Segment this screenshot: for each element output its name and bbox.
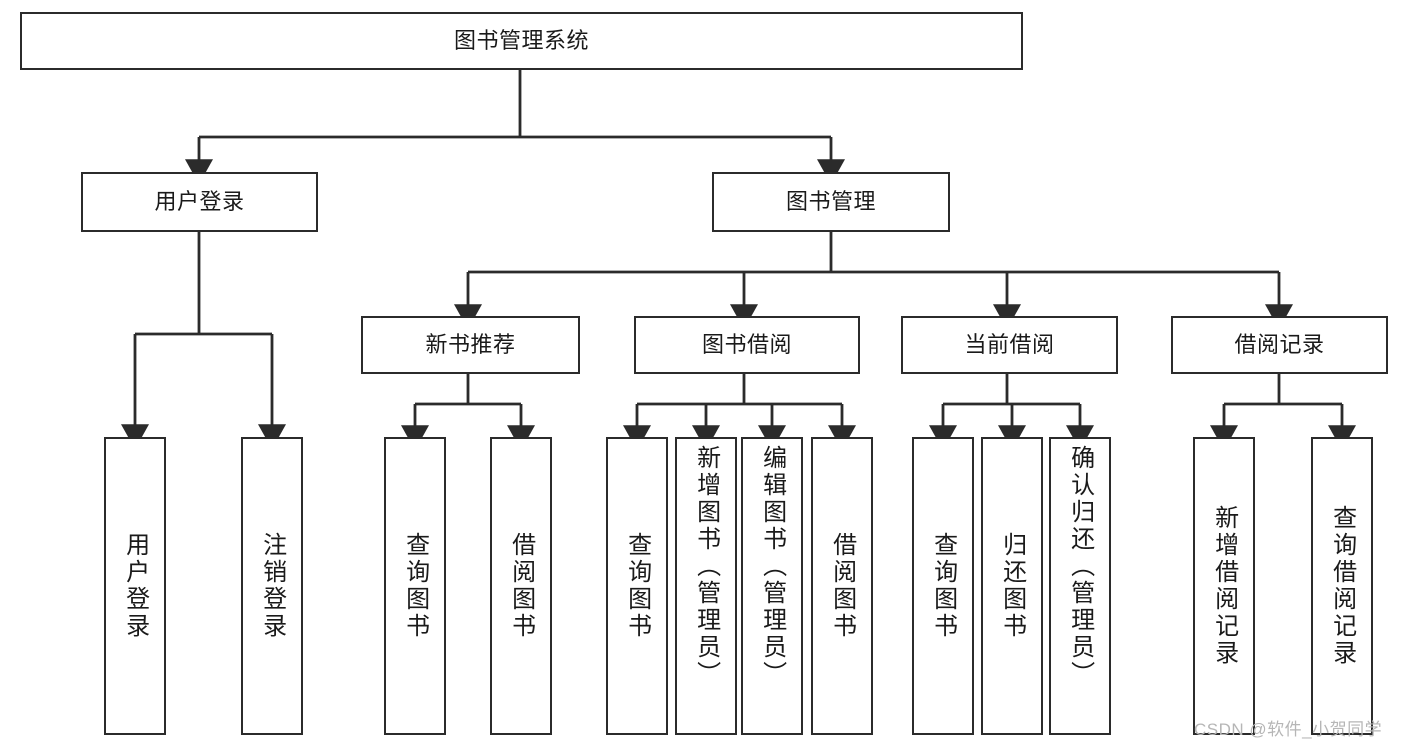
node-root[interactable]: 图书管理系统 bbox=[20, 12, 1023, 70]
node-borrow-records[interactable]: 借阅记录 bbox=[1171, 316, 1388, 374]
leaf-return-book-label: 归还图书 bbox=[998, 532, 1026, 640]
leaf-query-record[interactable]: 查询借阅记录 bbox=[1311, 437, 1373, 735]
leaf-borrow-book-2[interactable]: 借阅图书 bbox=[811, 437, 873, 735]
edge-newbook-to-leaves bbox=[401, 374, 535, 451]
node-book-management-label: 图书管理 bbox=[785, 189, 876, 215]
leaf-query-book-2[interactable]: 查询图书 bbox=[606, 437, 668, 735]
leaf-add-book[interactable]: 新增图书（管理员） bbox=[675, 437, 737, 735]
watermark-text: CSDN @软件_小贺同学 bbox=[1194, 720, 1383, 739]
node-borrow-records-label: 借阅记录 bbox=[1234, 332, 1325, 358]
edge-root-to-level1 bbox=[185, 70, 845, 185]
node-current-borrow-label: 当前借阅 bbox=[964, 332, 1055, 358]
node-user-login-label: 用户登录 bbox=[154, 189, 245, 215]
leaf-user-logout[interactable]: 注销登录 bbox=[241, 437, 303, 735]
leaf-confirm-return[interactable]: 确认归还（管理员） bbox=[1049, 437, 1111, 735]
leaf-edit-book-label: 编辑图书（管理员） bbox=[758, 445, 786, 688]
leaf-user-logout-label: 注销登录 bbox=[258, 532, 286, 640]
node-book-management[interactable]: 图书管理 bbox=[712, 172, 950, 232]
node-new-book-recommend[interactable]: 新书推荐 bbox=[361, 316, 580, 374]
leaf-query-book-3-label: 查询图书 bbox=[929, 532, 957, 640]
edge-records-to-leaves bbox=[1210, 374, 1356, 451]
node-root-label: 图书管理系统 bbox=[453, 28, 589, 54]
leaf-borrow-book-1-label: 借阅图书 bbox=[507, 532, 535, 640]
edge-current-to-leaves bbox=[929, 374, 1094, 451]
leaf-add-book-label: 新增图书（管理员） bbox=[692, 445, 720, 688]
node-user-login[interactable]: 用户登录 bbox=[81, 172, 318, 232]
leaf-borrow-book-2-label: 借阅图书 bbox=[828, 532, 856, 640]
leaf-query-record-label: 查询借阅记录 bbox=[1328, 505, 1356, 667]
edge-login-to-leaves bbox=[121, 232, 286, 450]
leaf-add-record-label: 新增借阅记录 bbox=[1210, 505, 1238, 667]
leaf-borrow-book-1[interactable]: 借阅图书 bbox=[490, 437, 552, 735]
edge-borrow-to-leaves bbox=[623, 374, 856, 451]
leaf-return-book[interactable]: 归还图书 bbox=[981, 437, 1043, 735]
leaf-user-login-label: 用户登录 bbox=[121, 532, 149, 640]
node-current-borrow[interactable]: 当前借阅 bbox=[901, 316, 1118, 374]
leaf-query-book-1[interactable]: 查询图书 bbox=[384, 437, 446, 735]
leaf-query-book-1-label: 查询图书 bbox=[401, 532, 429, 640]
node-new-book-recommend-label: 新书推荐 bbox=[425, 332, 516, 358]
node-book-borrow-label: 图书借阅 bbox=[701, 332, 792, 358]
leaf-query-book-3[interactable]: 查询图书 bbox=[912, 437, 974, 735]
leaf-add-record[interactable]: 新增借阅记录 bbox=[1193, 437, 1255, 735]
leaf-confirm-return-label: 确认归还（管理员） bbox=[1066, 445, 1094, 688]
leaf-edit-book[interactable]: 编辑图书（管理员） bbox=[741, 437, 803, 735]
leaf-user-login[interactable]: 用户登录 bbox=[104, 437, 166, 735]
leaf-query-book-2-label: 查询图书 bbox=[623, 532, 651, 640]
node-book-borrow[interactable]: 图书借阅 bbox=[634, 316, 860, 374]
edge-bookmgmt-to-level2 bbox=[454, 232, 1293, 330]
